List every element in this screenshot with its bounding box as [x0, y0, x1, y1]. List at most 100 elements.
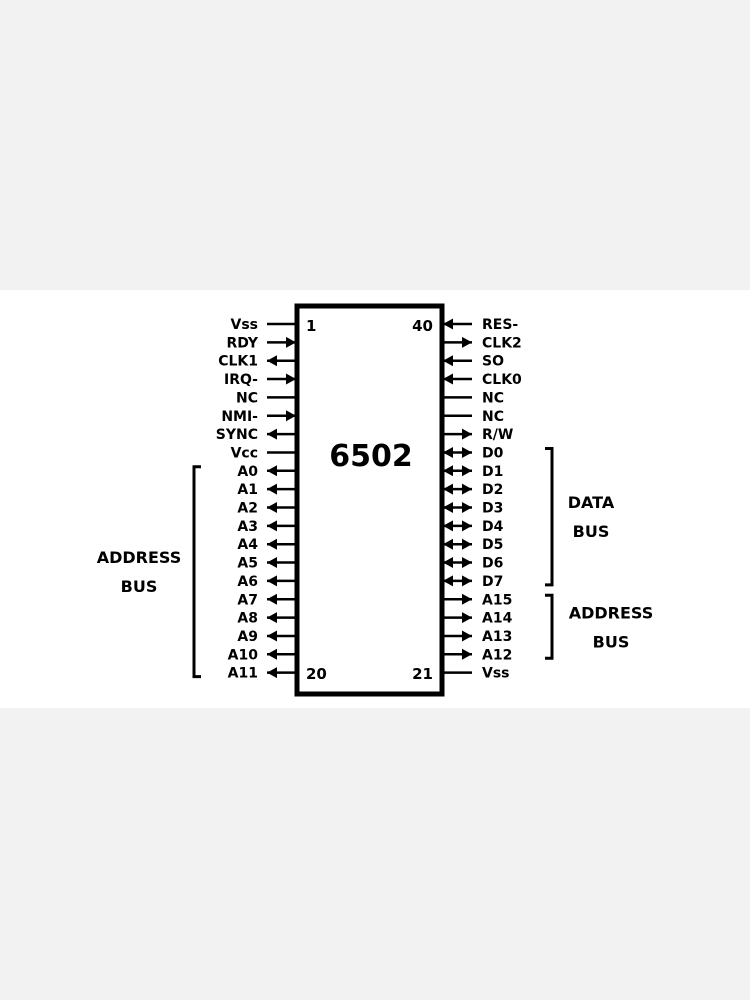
pin-label: SYNC	[216, 427, 258, 443]
arrow-out-icon	[267, 520, 277, 532]
pin-label: D3	[482, 501, 503, 517]
arrow-out-icon	[462, 428, 472, 440]
pin-right-7: D0	[442, 445, 504, 461]
pin-right-5: NC	[442, 409, 504, 425]
pin-right-16: A14	[442, 611, 513, 627]
right-pins: RES-CLK2SOCLK0NCNCR/WD0D1D2D3D4D5D6D7A15…	[442, 317, 522, 682]
arrow-out-icon	[462, 557, 472, 569]
pin-label: A14	[482, 611, 513, 627]
pin-left-14: A6	[237, 574, 297, 590]
chip-name: 6502	[329, 439, 413, 474]
chip-body	[294, 303, 445, 697]
arrow-out-icon	[267, 612, 277, 624]
pin-left-12: A4	[237, 537, 297, 553]
pin-label: CLK1	[218, 354, 258, 370]
bus-label: BUS	[121, 577, 158, 596]
arrow-out-icon	[267, 593, 277, 605]
arrow-in-icon	[443, 575, 453, 587]
pin-label: D6	[482, 556, 503, 572]
bus-bracket	[192, 465, 201, 679]
arrow-out-icon	[462, 446, 472, 458]
pin-label: D2	[482, 482, 503, 498]
pin-left-10: A2	[237, 501, 297, 517]
arrow-out-icon	[462, 336, 472, 348]
bus-label: ADDRESS	[569, 603, 654, 622]
pin-right-18: A12	[442, 647, 512, 663]
pin-label: RES-	[482, 317, 518, 333]
pin-left-16: A8	[237, 611, 297, 627]
arrow-out-icon	[462, 630, 472, 642]
pin-label: A7	[237, 592, 258, 608]
arrow-out-icon	[462, 483, 472, 495]
arrow-out-icon	[462, 520, 472, 532]
pin-left-9: A1	[237, 482, 297, 498]
pin-label: CLK2	[482, 335, 522, 351]
pin-left-15: A7	[237, 592, 297, 608]
pin-label: Vss	[482, 666, 510, 682]
pin-label: A5	[237, 556, 258, 572]
pin-right-19: Vss	[442, 666, 510, 682]
pin-label: Vcc	[231, 445, 258, 461]
arrow-out-icon	[462, 593, 472, 605]
pin-label: RDY	[226, 335, 258, 351]
arrow-in-icon	[286, 410, 296, 422]
pin-right-9: D2	[442, 482, 503, 498]
pin-label: A6	[237, 574, 258, 590]
pin-left-18: A10	[228, 647, 297, 663]
arrow-out-icon	[267, 667, 277, 679]
pin-right-14: D7	[442, 574, 503, 590]
pin-right-0: RES-	[442, 317, 518, 333]
pin-label: A12	[482, 647, 512, 663]
pin-left-19: A11	[228, 666, 297, 682]
arrow-in-icon	[443, 502, 453, 513]
pin-left-4: NC	[236, 390, 297, 406]
arrow-out-icon	[267, 355, 277, 367]
pin-number-1: 1	[306, 317, 316, 335]
pin-left-5: NMI-	[221, 409, 297, 425]
pin-left-3: IRQ-	[224, 372, 297, 388]
pin-label: A9	[237, 629, 258, 645]
pin-label: D5	[482, 537, 503, 553]
pin-left-7: Vcc	[231, 445, 297, 461]
pin-label: A2	[237, 501, 258, 517]
pin-label: A4	[237, 537, 258, 553]
pin-label: NC	[482, 409, 504, 425]
bus-bracket	[545, 593, 554, 660]
pin-label: Vss	[230, 317, 258, 333]
pin-label: CLK0	[482, 372, 522, 388]
arrow-out-icon	[267, 630, 277, 642]
pin-left-11: A3	[237, 519, 297, 535]
bus-label: BUS	[593, 632, 630, 651]
pin-right-3: CLK0	[442, 372, 522, 388]
pin-label: A13	[482, 629, 512, 645]
pin-right-12: D5	[442, 537, 503, 553]
pin-right-17: A13	[442, 629, 512, 645]
pin-label: A0	[237, 464, 258, 480]
arrow-in-icon	[443, 483, 453, 495]
pin-left-17: A9	[237, 629, 297, 645]
arrow-in-icon	[443, 465, 453, 477]
pin-right-4: NC	[442, 390, 504, 406]
pinout-diagram: 6502 1 40 20 21 VssRDYCLK1IRQ-NCNMI-SYNC…	[97, 303, 654, 697]
bus-group-2: ADDRESS BUS	[545, 593, 654, 660]
pin-right-10: D3	[442, 501, 503, 517]
arrow-out-icon	[462, 465, 472, 477]
arrow-out-icon	[267, 538, 277, 550]
pin-label: IRQ-	[224, 372, 258, 388]
pin-label: A3	[237, 519, 258, 535]
arrow-in-icon	[443, 538, 453, 550]
arrow-out-icon	[267, 502, 277, 513]
pin-left-0: Vss	[230, 317, 297, 333]
pin-right-1: CLK2	[442, 335, 522, 351]
arrow-in-icon	[443, 318, 453, 330]
arrow-in-icon	[443, 557, 453, 569]
arrow-out-icon	[267, 575, 277, 587]
arrow-in-icon	[286, 373, 296, 385]
pin-label: SO	[482, 354, 504, 370]
arrow-out-icon	[267, 483, 277, 495]
arrow-out-icon	[267, 557, 277, 569]
pin-number-21: 21	[412, 665, 433, 683]
pin-label: A10	[228, 647, 259, 663]
pin-label: D4	[482, 519, 504, 535]
